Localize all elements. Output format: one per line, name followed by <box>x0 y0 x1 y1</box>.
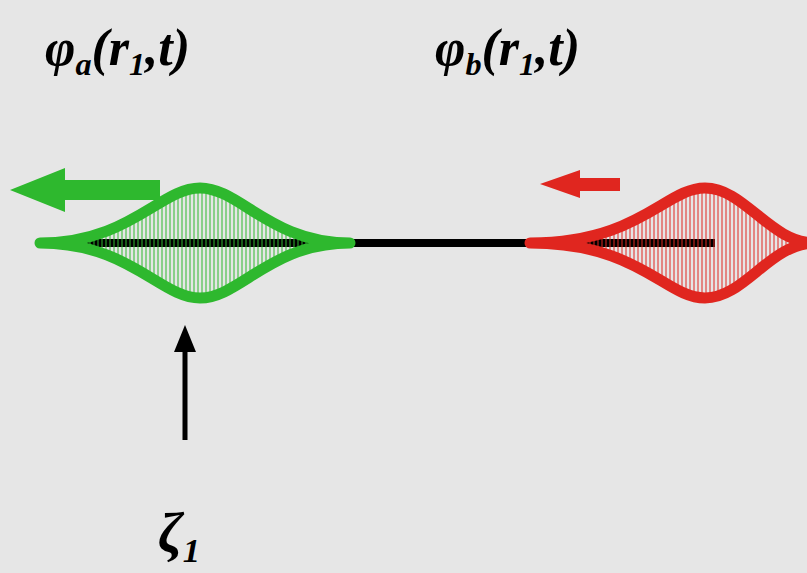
wavefunction-label: φb(r1,t) <box>435 22 580 74</box>
green-wavepacket <box>40 188 350 298</box>
position-label: ζ1 <box>158 505 200 561</box>
red-wavepacket <box>530 188 807 298</box>
wavefunction-label: φa(r1,t) <box>45 22 190 74</box>
pointer-arrow <box>183 350 188 440</box>
red-arrow <box>540 170 620 198</box>
pointer-arrowhead <box>174 325 196 352</box>
green-arrow <box>10 168 160 212</box>
